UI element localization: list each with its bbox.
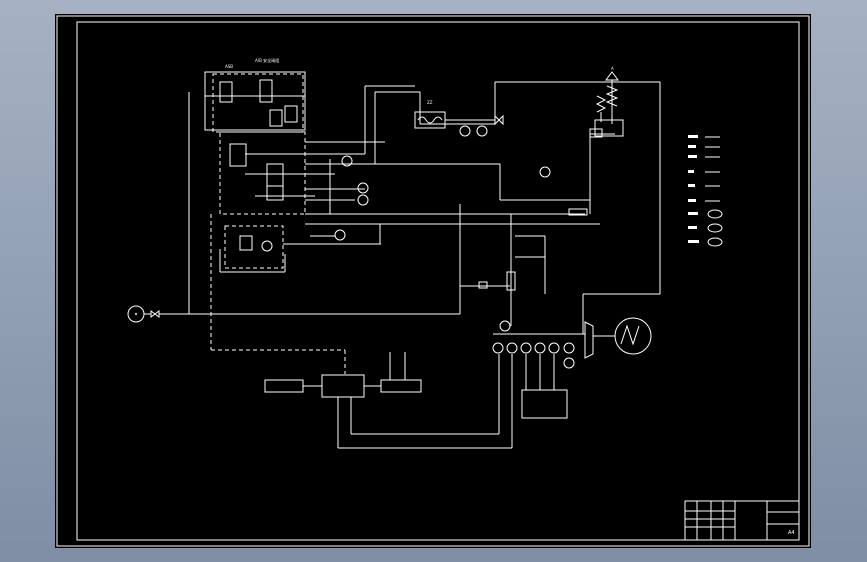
valve-block-middle	[219, 131, 315, 215]
legend-panel	[688, 135, 723, 247]
drawing-sheet: ASB A/B 安全阀组	[55, 14, 811, 548]
supply-pump-symbol	[127, 92, 460, 323]
sheet-number: A4	[788, 530, 795, 536]
valve-block-upper: ASB A/B 安全阀组	[204, 57, 306, 133]
svg-text:ASB: ASB	[225, 64, 233, 69]
title-block: A4	[684, 500, 800, 541]
actuator-cylinder: ZZ	[414, 100, 504, 137]
generator-assembly	[492, 317, 652, 419]
signal-lines	[285, 81, 661, 334]
svg-text:A/B 安全阀组: A/B 安全阀组	[255, 57, 279, 63]
svg-text:A: A	[611, 66, 614, 71]
heater-element	[459, 204, 588, 326]
svg-text:ZZ: ZZ	[427, 100, 433, 105]
gauges-mid	[334, 155, 551, 241]
valve-block-lower	[219, 225, 320, 273]
controller-section	[210, 214, 513, 449]
relief-valve-assembly: A	[589, 66, 624, 138]
outer-border	[56, 15, 810, 547]
schematic-drawing: ASB A/B 安全阀组	[56, 15, 810, 547]
inner-border	[76, 21, 800, 541]
